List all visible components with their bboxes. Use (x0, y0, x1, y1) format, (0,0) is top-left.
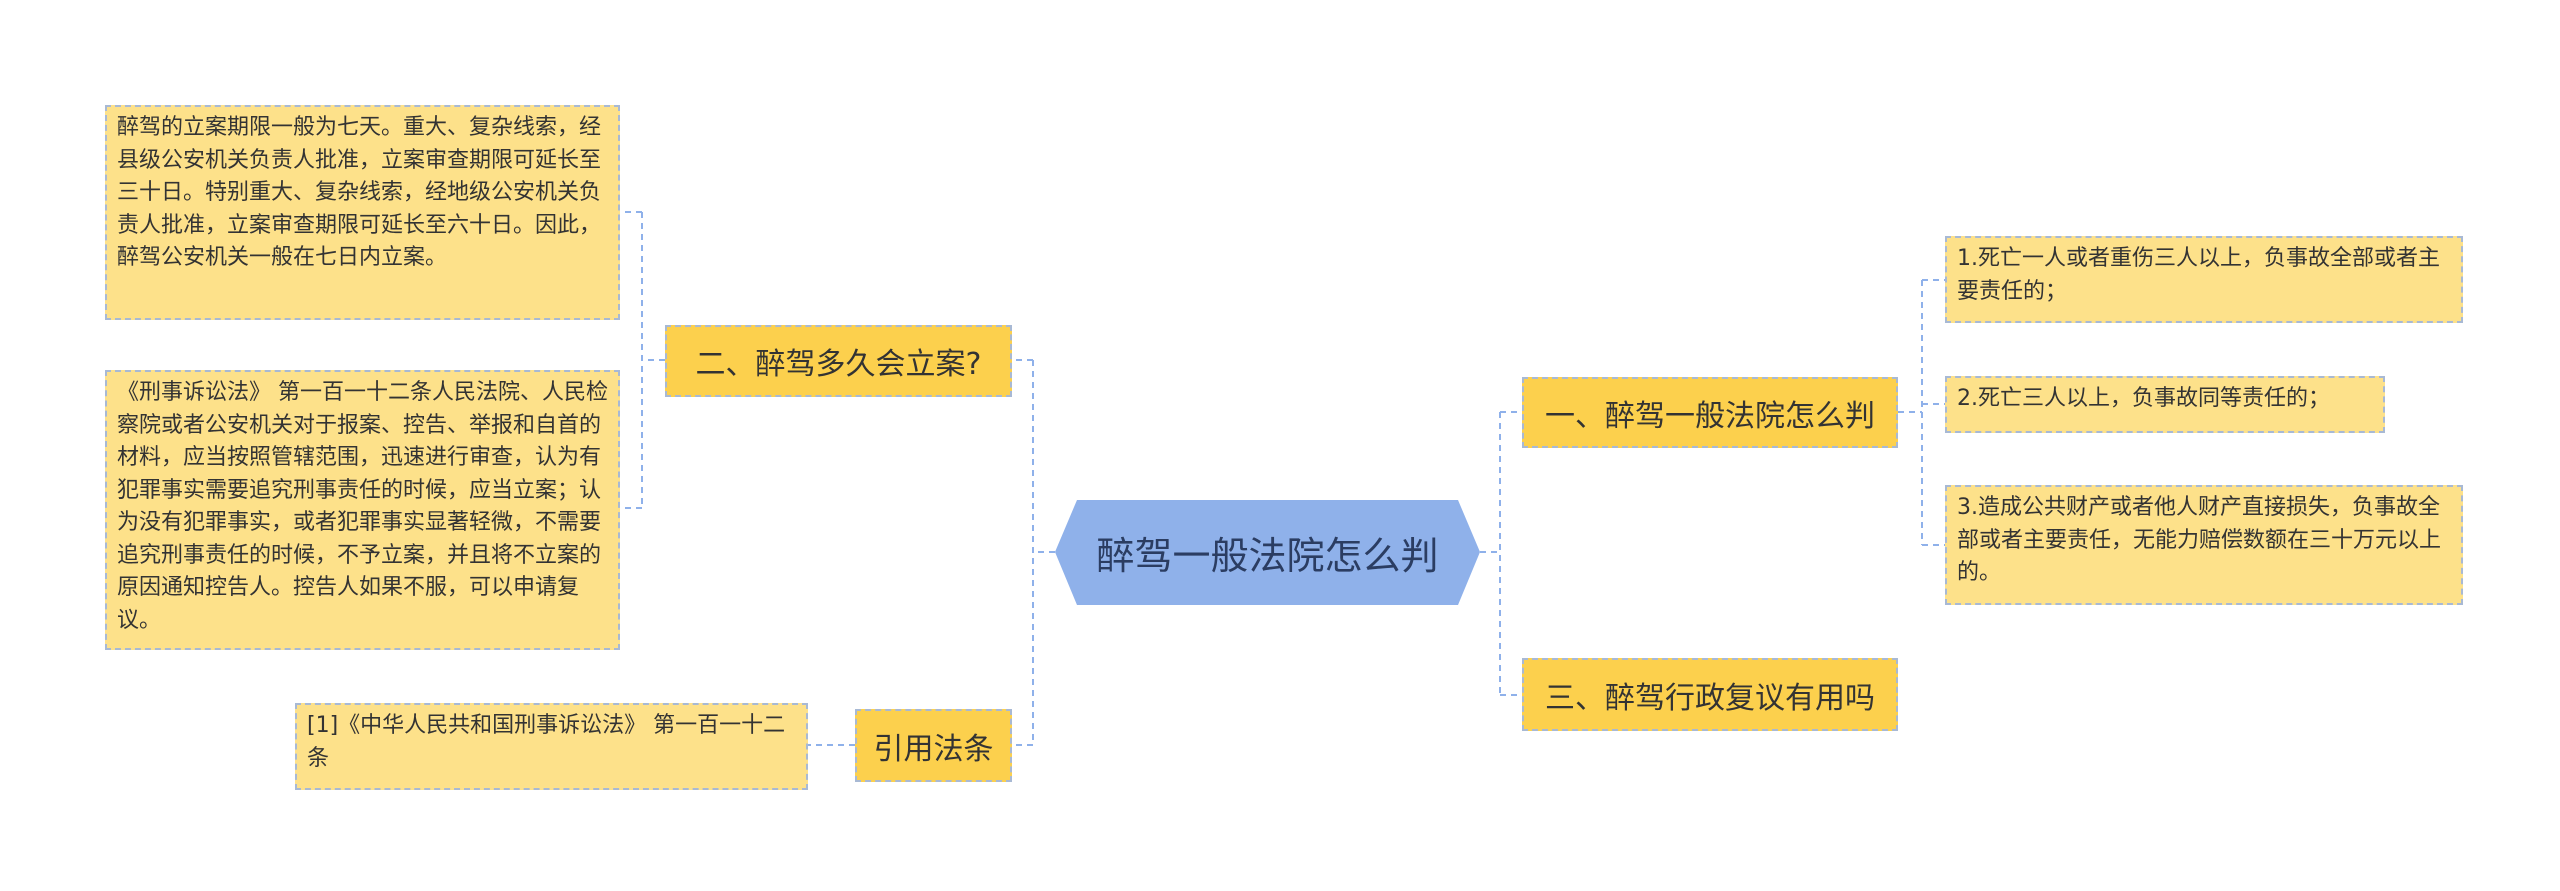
leaf-filing-time-limit-text: 醉驾的立案期限一般为七天。重大、复杂线索，经县级公安机关负责人批准，立案审查期限… (117, 115, 602, 270)
leaf-property-loss-text: 3.造成公共财产或者他人财产直接损失，负事故全部或者主要责任，无能力赔偿数额在三… (1957, 495, 2442, 585)
root-node[interactable]: 醉驾一般法院怎么判 (1055, 500, 1480, 605)
leaf-law-citation-text: [1]《中华人民共和国刑事诉讼法》 第一百一十二条 (307, 713, 786, 771)
branch-filing-time-label: 二、醉驾多久会立案? (695, 347, 982, 382)
leaf-death-three-equal-responsibility-text: 2.死亡三人以上，负事故同等责任的； (1957, 386, 2330, 411)
branch-filing-time[interactable]: 二、醉驾多久会立案? (665, 325, 1012, 397)
leaf-death-one-or-injury-three[interactable]: 1.死亡一人或者重伤三人以上，负事故全部或者主要责任的； (1945, 236, 2463, 323)
root-label: 醉驾一般法院怎么判 (1096, 534, 1439, 578)
branch-how-court-judges-label: 一、醉驾一般法院怎么判 (1545, 398, 1875, 434)
leaf-property-loss[interactable]: 3.造成公共财产或者他人财产直接损失，负事故全部或者主要责任，无能力赔偿数额在三… (1945, 485, 2463, 605)
leaf-death-three-equal-responsibility[interactable]: 2.死亡三人以上，负事故同等责任的； (1945, 376, 2385, 433)
branch-cited-law-label: 引用法条 (873, 731, 994, 767)
branch-admin-review-label: 三、醉驾行政复议有用吗 (1545, 680, 1875, 716)
leaf-death-one-or-injury-three-text: 1.死亡一人或者重伤三人以上，负事故全部或者主要责任的； (1957, 246, 2440, 304)
connector-root-left (1012, 359, 1055, 746)
leaf-filing-time-limit[interactable]: 醉驾的立案期限一般为七天。重大、复杂线索，经县级公安机关负责人批准，立案审查期限… (105, 105, 620, 320)
connector-root-right (1480, 411, 1522, 696)
leaf-criminal-procedure-article[interactable]: 《刑事诉讼法》 第一百一十二条人民法院、人民检察院或者公安机关对于报案、控告、举… (105, 370, 620, 650)
connector-branch2-leaves (620, 211, 665, 509)
leaf-criminal-procedure-article-text: 《刑事诉讼法》 第一百一十二条人民法院、人民检察院或者公安机关对于报案、控告、举… (117, 380, 608, 633)
connector-branch1-leaves (1898, 279, 1945, 546)
branch-admin-review[interactable]: 三、醉驾行政复议有用吗 (1522, 658, 1898, 731)
branch-how-court-judges[interactable]: 一、醉驾一般法院怎么判 (1522, 377, 1898, 448)
leaf-law-citation[interactable]: [1]《中华人民共和国刑事诉讼法》 第一百一十二条 (295, 703, 808, 790)
branch-cited-law[interactable]: 引用法条 (855, 709, 1012, 782)
